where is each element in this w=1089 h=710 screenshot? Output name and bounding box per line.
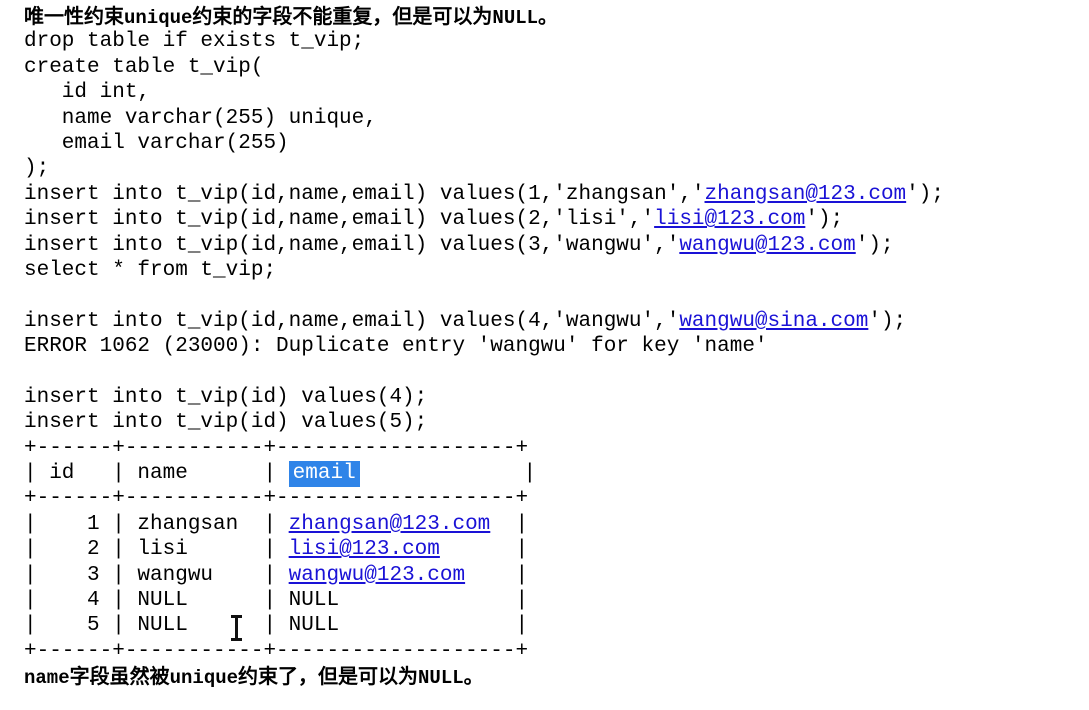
table-row: | 5 | NULL | NULL | [24,613,1084,638]
email-link-zhangsan[interactable]: zhangsan@123.com [704,182,907,206]
table-row-prefix: | 3 | wangwu | [24,563,289,587]
table-row-prefix: | 4 | NULL | [24,588,289,612]
note-outro-keyword-null: NULL [418,667,464,690]
sql-line-column-email: email varchar(255) [24,131,289,155]
table-row: | 3 | wangwu | wangwu@123.com | [24,563,1084,588]
table-row-prefix: | 5 | NULL | [24,614,289,638]
sql-line-insert-2: insert into t_vip(id,name,email) values(… [24,207,1084,232]
table-row: | 1 | zhangsan | zhangsan@123.com | [24,512,1084,537]
insert-1-head: insert into t_vip(id,name,email) values(… [24,182,705,206]
insert-4-head: insert into t_vip(id,name,email) values(… [24,309,680,333]
table-row: | 4 | NULL | NULL | [24,588,1084,613]
table-cell-email-null: NULL [288,588,340,612]
note-outro-cjk-3: 。 [463,664,484,689]
error-message-line: ERROR 1062 (23000): Duplicate entry 'wan… [24,335,768,359]
note-outro-cjk-2: 约束了，但是可以为 [238,664,419,689]
sql-line-column-id: id int, [24,81,151,105]
table-header-row: | id | name | email | [24,461,1084,488]
email-link-lisi[interactable]: lisi@123.com [654,208,806,232]
table-cell-email-link[interactable]: wangwu@123.com [288,563,466,587]
table-row-suffix: | [439,538,529,562]
note-intro-cjk-2: 约束的字段不能重复，但是可以为 [192,4,493,28]
table-separator-bottom: +------+-----------+-------------------+ [24,639,529,663]
sql-line-create-table: create table t_vip( [24,55,264,79]
insert-3-head: insert into t_vip(id,name,email) values(… [24,233,680,257]
table-row-suffix: | [465,563,529,587]
note-line-outro: name字段虽然被unique约束了，但是可以为NULL。 [24,664,1084,689]
sql-line-insert-3: insert into t_vip(id,name,email) values(… [24,233,1084,258]
note-outro-cjk-1: 字段虽然被 [69,664,170,689]
sql-line-column-name: name varchar(255) unique, [24,106,377,130]
table-separator-top: +------+-----------+-------------------+ [24,436,529,460]
table-row-prefix: | 1 | zhangsan | [24,512,289,536]
insert-4-tail: '); [868,309,907,333]
code-text-area[interactable]: 唯一性约束unique约束的字段不能重复，但是可以为NULL。 drop tab… [24,4,1084,690]
table-row: | 2 | lisi | lisi@123.com | [24,537,1084,562]
sql-line-insert-1: insert into t_vip(id,name,email) values(… [24,182,1084,207]
email-link-wangwu-sina[interactable]: wangwu@sina.com [679,309,869,333]
table-row-suffix: | [339,614,529,638]
sql-line-drop-table: drop table if exists t_vip; [24,30,365,54]
note-intro-cjk-3: 。 [538,4,559,28]
table-header-suffix: | [359,462,537,486]
table-row-suffix: | [490,512,529,536]
table-header-prefix: | id | name | [24,462,289,486]
sql-line-insert-id-4: insert into t_vip(id) values(4); [24,385,428,409]
table-cell-email-link[interactable]: lisi@123.com [288,538,440,562]
insert-2-tail: '); [805,208,844,232]
table-cell-email-null: NULL [288,614,340,638]
note-outro-keyword-name: name [24,667,70,690]
table-cell-email-link[interactable]: zhangsan@123.com [288,512,491,536]
email-link-wangwu-123[interactable]: wangwu@123.com [679,233,856,257]
blank-line-2 [24,359,1084,384]
sql-line-insert-4: insert into t_vip(id,name,email) values(… [24,309,1084,334]
note-intro-keyword-null: NULL [492,7,539,29]
table-header-cell-email-selected[interactable]: email [288,461,360,488]
table-row-prefix: | 2 | lisi | [24,538,289,562]
note-outro-keyword-unique: unique [169,667,239,690]
note-line-intro: 唯一性约束unique约束的字段不能重复，但是可以为NULL。 [24,4,1084,29]
note-intro-cjk-1: 唯一性约束 [24,4,124,28]
insert-1-tail: '); [906,182,944,206]
sql-line-create-close: ); [24,157,50,181]
sql-line-select: select * from t_vip; [24,258,277,282]
table-separator-middle: +------+-----------+-------------------+ [24,487,529,511]
blank-line-1 [24,283,1084,308]
note-intro-keyword-unique: unique [124,7,193,29]
table-row-suffix: | [339,588,529,612]
sql-line-insert-id-5: insert into t_vip(id) values(5); [24,411,428,435]
insert-2-head: insert into t_vip(id,name,email) values(… [24,208,655,232]
insert-3-tail: '); [855,233,894,257]
